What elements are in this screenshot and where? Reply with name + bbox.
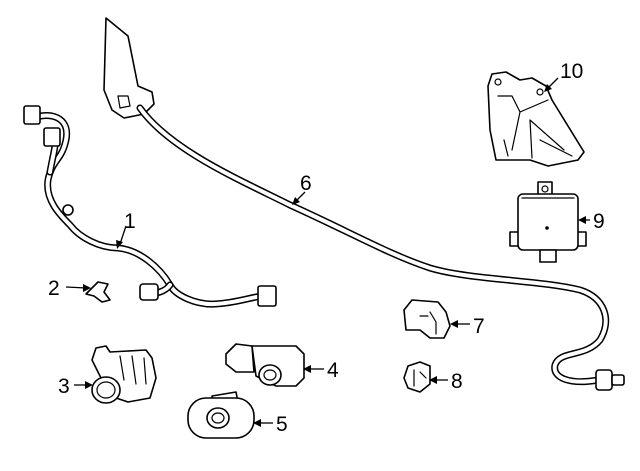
part-8-detail (413, 369, 427, 387)
part-1-clip (62, 204, 74, 216)
part-1-connector-c (139, 283, 159, 301)
part-1-connector-b (43, 127, 61, 147)
arrow-5 (253, 419, 261, 427)
part-7-body (403, 299, 451, 339)
callout-leaders (65, 77, 590, 427)
callout-10: 10 (560, 60, 583, 83)
part-5-hole (206, 407, 230, 429)
arrow-4 (303, 365, 311, 373)
part-10-body (487, 71, 585, 167)
callout-7: 7 (473, 315, 485, 338)
part-6-harness (103, 17, 625, 391)
part-10-hole-b (536, 88, 544, 96)
part-1-cable-inner (34, 113, 264, 307)
part-8-clip (403, 361, 431, 393)
leader-2 (65, 286, 87, 289)
part-3-face (96, 381, 116, 399)
callout-2: 2 (48, 277, 60, 300)
part-9-case (517, 193, 579, 251)
part-10-detail (497, 95, 573, 159)
part-9-connector (539, 249, 557, 263)
part-6-bracket (103, 17, 155, 119)
part-3-sensor (91, 345, 157, 404)
part-1-connector-d (257, 285, 277, 307)
part-6-connector-tip (611, 374, 625, 386)
callout-6: 6 (300, 172, 312, 195)
part-3-face-rim (91, 376, 121, 404)
arrow-7 (450, 320, 458, 328)
part-7-retainer (403, 299, 451, 339)
callout-1: 1 (124, 210, 136, 233)
callout-3: 3 (58, 375, 70, 398)
part-5-bezel (187, 391, 255, 439)
part-1-harness (23, 105, 277, 308)
part-4-face (258, 364, 282, 386)
part-9-center-dot (545, 226, 549, 230)
part-4-plug (225, 343, 255, 373)
part-9-top-hole (541, 185, 549, 193)
callout-5: 5 (276, 413, 288, 436)
part-8-body (403, 361, 431, 393)
arrow-10 (544, 84, 552, 92)
part-2-clip-body (85, 281, 111, 303)
part-6-bracket-hole (117, 95, 131, 109)
arrow-2 (83, 284, 91, 292)
leader-10 (547, 77, 559, 89)
arrow-1 (116, 240, 123, 249)
part-4-face-inner (263, 369, 277, 381)
arrow-9 (578, 216, 586, 224)
part-2-clip (85, 281, 111, 303)
callout-8: 8 (451, 370, 463, 393)
part-10-bracket (487, 71, 585, 167)
part-7-detail (419, 311, 437, 335)
callout-4: 4 (327, 359, 339, 382)
part-3-ribs (119, 355, 147, 385)
arrow-6 (292, 197, 300, 205)
callout-labels: 1 2 3 4 5 6 7 8 9 10 (48, 60, 605, 436)
part-6-connector (595, 369, 613, 391)
part-4-sensor (225, 343, 305, 387)
part-5-hole-inner (211, 412, 225, 424)
part-1-connector-a (23, 105, 41, 125)
part-10-hole-a (494, 78, 502, 86)
arrow-8 (429, 376, 437, 384)
leader-1 (119, 225, 127, 245)
part-9-module (509, 181, 587, 263)
callout-9: 9 (593, 210, 605, 233)
part-6-cable-inner (138, 106, 608, 384)
arrow-3 (85, 381, 93, 389)
